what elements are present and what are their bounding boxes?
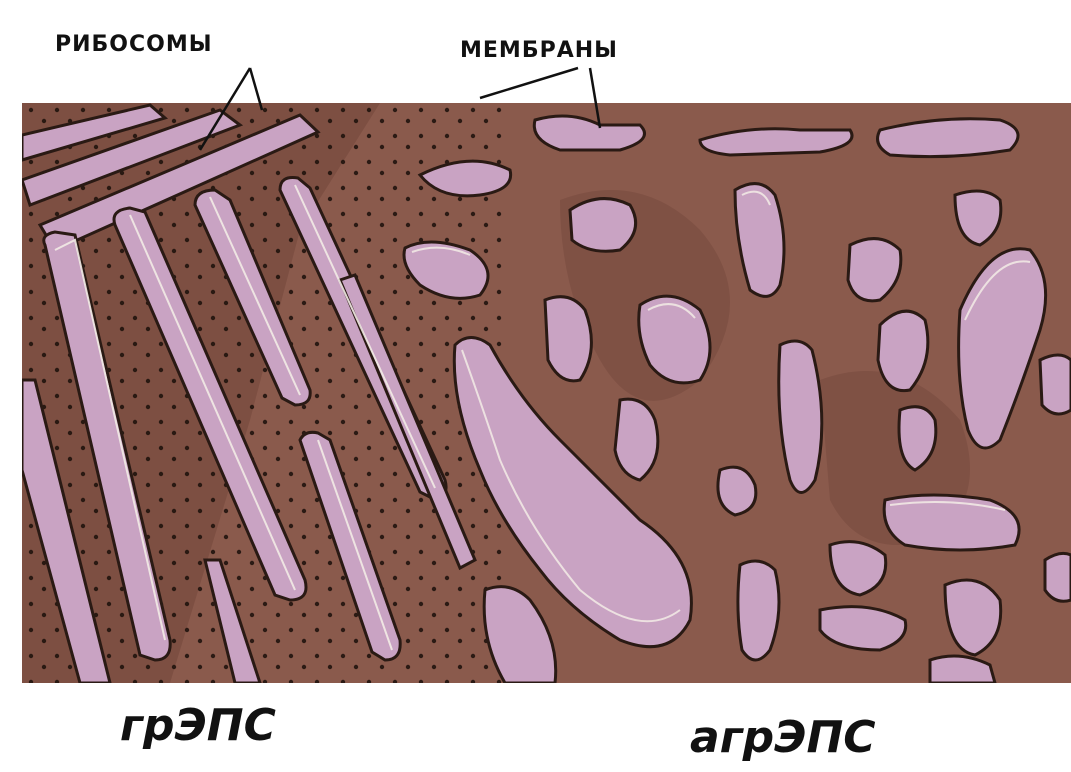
tubule — [718, 467, 756, 515]
tubule — [878, 119, 1018, 157]
ribosomes-label: РИБОСОМЫ — [55, 32, 213, 57]
rough-er-label: грЭПС — [120, 700, 276, 751]
smooth-er-label: агрЭПС — [690, 712, 876, 763]
tubule — [545, 297, 591, 381]
tubule — [615, 399, 658, 480]
membrane-pointer — [480, 68, 578, 98]
membranes-label: МЕМБРАНЫ — [460, 38, 618, 63]
tubule — [570, 199, 636, 252]
tubule — [738, 561, 779, 660]
tubule — [1040, 355, 1071, 414]
tubule — [1045, 553, 1071, 601]
tubule — [700, 129, 852, 155]
